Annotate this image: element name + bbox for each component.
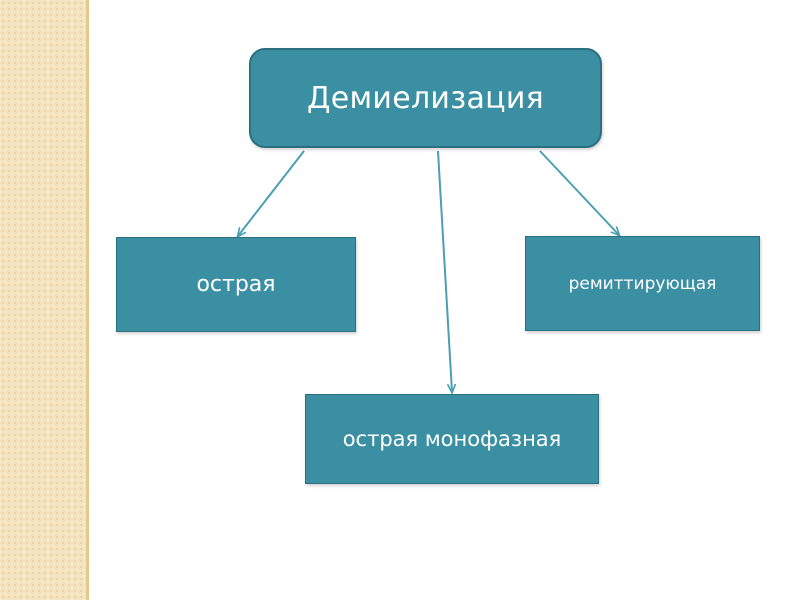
decorative-side-strip <box>0 0 86 600</box>
node-demyelination: Демиелизация <box>249 48 602 148</box>
node-acute-monophasic: острая монофазная <box>305 394 599 484</box>
node-remitting-label: ремиттирующая <box>568 273 717 294</box>
node-remitting: ремиттирующая <box>525 236 760 331</box>
connector-arrow-monophasic <box>437 150 452 392</box>
node-acute: острая <box>116 237 356 332</box>
connector-arrow-remitting <box>539 150 619 235</box>
node-acute-monophasic-label: острая монофазная <box>342 427 562 451</box>
node-demyelination-label: Демиелизация <box>306 80 545 116</box>
node-acute-label: острая <box>196 272 276 297</box>
side-divider <box>86 0 89 600</box>
connector-arrow-acute <box>238 150 305 236</box>
